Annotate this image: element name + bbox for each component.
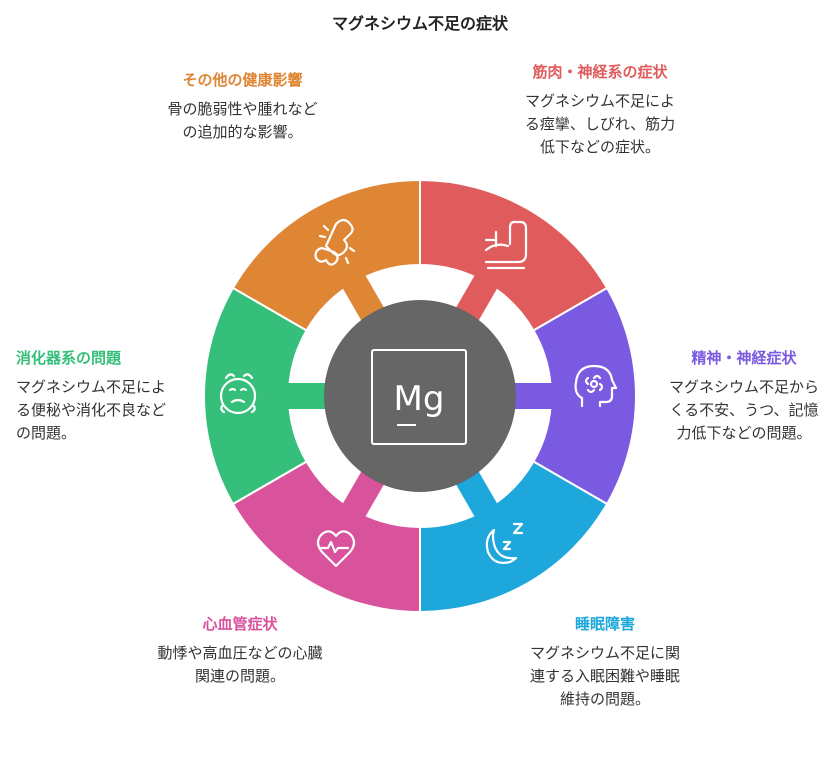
heading-other: その他の健康影響 xyxy=(182,71,303,89)
label-mental: 精神・神経症状 マグネシウム不足からくる不安、うつ、記憶力低下などの問題。 xyxy=(664,348,824,445)
label-other: その他の健康影響 骨の脆弱性や腫れなどの追加的な影響。 xyxy=(145,70,340,144)
desc-cardio: 動悸や高血圧などの心臓関連の問題。 xyxy=(157,644,323,685)
mg-box xyxy=(371,349,467,445)
heart-pulse-icon xyxy=(316,530,356,568)
connector-other xyxy=(341,272,386,323)
desc-sleep: マグネシウム不足に関連する入眠困難や睡眠維持の問題。 xyxy=(529,644,680,708)
desc-mental: マグネシウム不足からくる不安、うつ、記憶力低下などの問題。 xyxy=(668,378,819,442)
heading-mental: 精神・神経症状 xyxy=(691,349,797,367)
heading-sleep: 睡眠障害 xyxy=(574,615,635,633)
connector-cardio xyxy=(341,469,386,520)
center-symbol: Mg xyxy=(394,379,445,419)
heading-muscle: 筋肉・神経系の症状 xyxy=(532,63,668,81)
desc-other: 骨の脆弱性や腫れなどの追加的な影響。 xyxy=(167,100,318,141)
label-digestive: 消化器系の問題 マグネシウム不足による便秘や消化不良などの問題。 xyxy=(16,348,176,445)
heading-digestive: 消化器系の問題 xyxy=(16,349,122,367)
connector-sleep xyxy=(454,469,499,520)
arm-flex-icon xyxy=(484,220,528,270)
head-flower-icon xyxy=(574,364,618,408)
page-title: マグネシウム不足の症状 xyxy=(331,14,508,33)
label-sleep: 睡眠障害 マグネシウム不足に関連する入眠困難や睡眠維持の問題。 xyxy=(510,614,700,711)
label-cardio: 心血管症状 動悸や高血圧などの心臓関連の問題。 xyxy=(140,614,340,688)
desc-muscle: マグネシウム不足による痙攣、しびれ、筋力低下などの症状。 xyxy=(524,92,676,156)
sick-face-icon xyxy=(219,373,257,415)
connector-muscle xyxy=(454,272,499,323)
desc-digestive: マグネシウム不足による便秘や消化不良などの問題。 xyxy=(16,378,167,442)
heading-cardio: 心血管症状 xyxy=(202,615,278,633)
broken-bone-icon xyxy=(314,218,356,266)
moon-zzz-icon xyxy=(485,522,524,564)
label-muscle: 筋肉・神経系の症状 マグネシウム不足による痙攣、しびれ、筋力低下などの症状。 xyxy=(505,62,695,159)
